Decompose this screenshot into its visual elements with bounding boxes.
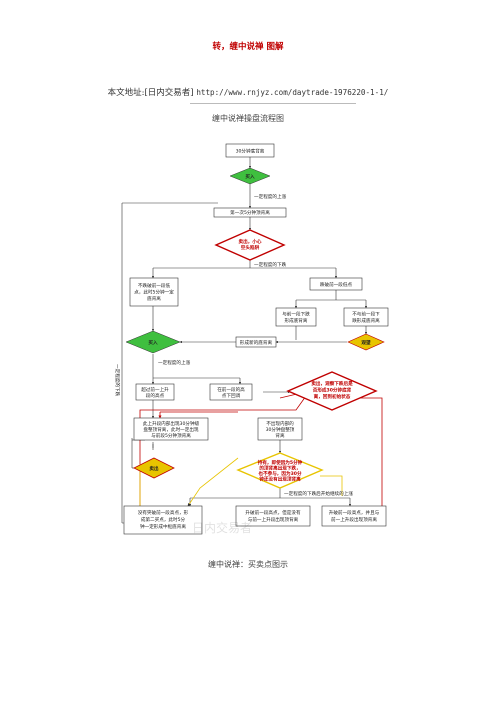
watermark: 日内交易者 [192, 520, 252, 535]
node-watch: 观望 [347, 333, 385, 351]
node-warn-sell-line1: 卖出，小心 [239, 238, 262, 245]
svg-text:不与前一段下: 不与前一段下 [352, 311, 380, 318]
node-bottom-mid: 升破前一段高点，但是没有 与前一上升段出现顶背离 [235, 505, 311, 527]
flowchart-caption: 缠中说禅：买卖点图示 [208, 560, 288, 569]
svg-text:形成新的底背离: 形成新的底背离 [240, 339, 273, 346]
svg-text:也不参与，因为30分: 也不参与，因为30分 [258, 470, 302, 477]
node-fail-high: 在前一段的高 点下回调 [209, 383, 253, 401]
svg-text:段的高点: 段的高点 [146, 392, 165, 399]
svg-text:在前一段的高: 在前一段的高 [217, 386, 245, 393]
node-warn-sell: 卖出，小心 空头陷阱 [214, 229, 286, 261]
node-no-break-low: 不跌破前一段低 点，此时5分钟一定 底背离 [129, 277, 179, 307]
node-div-down: 不与前一段下 跌形成底背离 [343, 307, 389, 327]
node-sell-warn: 卖出，观察下跌后是 否形成30分钟底背 离，回到初始状态 [286, 371, 378, 411]
svg-text:与前一上升段出现顶背离: 与前一上升段出现顶背离 [248, 516, 299, 523]
svg-text:与前段5分钟顶背离: 与前段5分钟顶背离 [151, 432, 191, 439]
node-hold-warn: 持有，即使因为5分钟 的顶背离出现下跌， 也不参与，因为30分 钟还没有出现顶背… [236, 452, 324, 489]
svg-text:离，回到初始状态: 离，回到初始状态 [314, 393, 351, 400]
svg-text:的顶背离出现下跌，: 的顶背离出现下跌， [259, 465, 300, 472]
node-buy-1-label: 买入 [245, 173, 255, 180]
svg-text:持有，即使因为5分钟: 持有，即使因为5分钟 [258, 459, 303, 466]
svg-text:升破前一段高点，并且与: 升破前一段高点，并且与 [329, 509, 380, 516]
svg-text:不出现内部的: 不出现内部的 [266, 420, 294, 427]
svg-text:底背离: 底背离 [147, 295, 161, 302]
doc-title: 转，缠中说禅 图解 [212, 42, 284, 52]
svg-text:升破前一段高点，但是没有: 升破前一段高点，但是没有 [245, 509, 301, 516]
side-label: 一定程度的下跌 [114, 364, 121, 397]
edge-down-2: 一定程度的下跌后开始继续的上涨 [284, 490, 353, 497]
source-url-link[interactable]: http://www.rnjyz.com/daytrade-1976220-1-… [196, 88, 389, 97]
node-buy-2: 买入 [125, 330, 181, 354]
svg-text:跌形成底背离: 跌形成底背离 [352, 317, 380, 324]
svg-text:点，此时5分钟一定: 点，此时5分钟一定 [134, 289, 174, 296]
node-bottom-left: 没有突破前一段高点，形 成第二买点，此时5分 钟一定形成中枢底背离 [123, 505, 203, 535]
svg-text:观望: 观望 [361, 339, 371, 346]
svg-text:30分钟盘整顶: 30分钟盘整顶 [266, 426, 295, 433]
node-warn-sell-line2: 空头陷阱 [241, 244, 260, 251]
node-break-low: 跌破前一段低点 [309, 277, 363, 291]
svg-text:此上升段内部出现30分钟级: 此上升段内部出现30分钟级 [143, 420, 200, 427]
svg-text:盘整顶背离，此时一定出现: 盘整顶背离，此时一定出现 [143, 426, 199, 433]
edge-down-1: 一定程度的下跌 [254, 261, 287, 268]
svg-text:卖出，观察下跌后是: 卖出，观察下跌后是 [311, 380, 353, 387]
node-sell: 卖出 [133, 457, 175, 479]
svg-text:与前一段下跌: 与前一段下跌 [282, 311, 310, 318]
flowchart-title: 缠中说禅操盘流程图 [212, 114, 284, 123]
node-no-div-down: 与前一段下跌 形成底背离 [275, 307, 317, 327]
node-no-break-30: 不出现内部的 30分钟盘整顶 背离 [257, 417, 303, 441]
svg-text:超过前一上升: 超过前一上升 [141, 386, 169, 393]
node-bottom-right: 升破前一段高点，并且与 前一上升段出现顶背离 [321, 505, 387, 527]
edge-up-1: 一定程度的上涨 [254, 193, 287, 200]
svg-text:跌破前一段低点: 跌破前一段低点 [320, 281, 353, 288]
svg-text:背离: 背离 [275, 432, 285, 439]
node-first-top-div: 第一次5分钟顶背离 [213, 207, 287, 218]
node-start-label: 30分钟底背离 [236, 148, 265, 155]
node-buy-1: 买入 [229, 167, 271, 185]
flowchart: 30分钟底背离 买入 一定程度的上涨 第一次5分钟顶背离 卖出，小心 空头陷阱 … [114, 143, 389, 535]
svg-text:不跌破前一段低: 不跌破前一段低 [138, 282, 171, 289]
node-break-high: 超过前一上升 段的高点 [135, 383, 175, 401]
source-url-label: 本文地址:[日内交易者] [107, 88, 194, 98]
source-url-line: 本文地址:[日内交易者] http://www.rnjyz.com/daytra… [0, 86, 496, 98]
svg-text:钟还没有出现顶背离: 钟还没有出现顶背离 [259, 476, 301, 483]
svg-text:前一上升段出现顶背离: 前一上升段出现顶背离 [331, 516, 377, 523]
svg-text:否形成30分钟底背: 否形成30分钟底背 [313, 387, 352, 394]
svg-text:钟一定形成中枢底背离: 钟一定形成中枢底背离 [140, 523, 186, 530]
svg-text:没有突破前一段高点，形: 没有突破前一段高点，形 [138, 509, 189, 516]
node-first-top-div-label: 第一次5分钟顶背离 [230, 209, 270, 216]
svg-text:买入: 买入 [148, 339, 158, 346]
node-start: 30分钟底背离 [225, 143, 275, 158]
node-new-low-div: 形成新的底背离 [235, 336, 277, 348]
svg-text:点下回调: 点下回调 [222, 392, 241, 399]
edge-up-2: 一定程度的上涨 [158, 359, 191, 366]
svg-text:卖出: 卖出 [149, 465, 159, 472]
svg-text:形成底背离: 形成底背离 [285, 317, 308, 324]
svg-text:成第二买点，此时5分: 成第二买点，此时5分 [141, 516, 186, 523]
divider [190, 103, 356, 104]
node-top-div-30: 此上升段内部出现30分钟级 盘整顶背离，此时一定出现 与前段5分钟顶背离 [133, 417, 209, 441]
